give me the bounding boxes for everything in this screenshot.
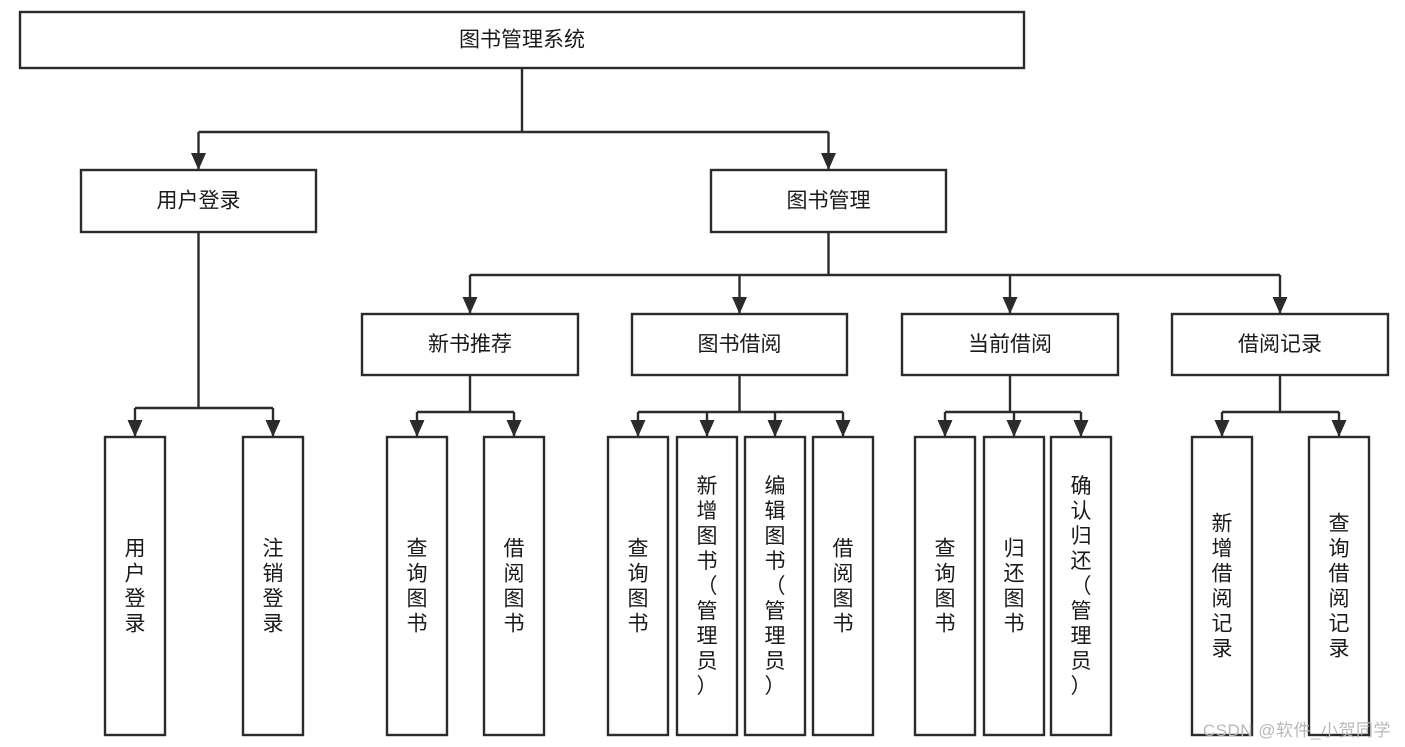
node-leaf-8[interactable]: 查询图书 xyxy=(913,435,977,737)
edge-current-arrow-2 xyxy=(1073,420,1089,437)
watermark-text: CSDN @软件_小贺同学 xyxy=(1202,721,1391,740)
edge-booknav-arrow-1 xyxy=(732,297,747,314)
node-leaf-1-box[interactable] xyxy=(241,435,305,737)
node-level3-1-box[interactable] xyxy=(630,312,849,377)
edge-current-arrow-1 xyxy=(1006,420,1022,437)
node-root-label: 图书管理系统 xyxy=(459,29,585,52)
node-leaf-4[interactable]: 查询图书 xyxy=(606,435,670,737)
node-leaf-0-label: 用户登录 xyxy=(125,538,146,636)
node-level3-1[interactable]: 图书借阅 xyxy=(630,312,849,377)
node-leaf-12[interactable]: 查询借阅记录 xyxy=(1307,435,1371,737)
edge-booknav-arrow-3 xyxy=(1272,297,1288,314)
edge-current-arrow-0 xyxy=(937,420,953,437)
node-level3-2-label: 当前借阅 xyxy=(968,333,1052,356)
node-level3-3[interactable]: 借阅记录 xyxy=(1170,312,1390,377)
node-leaf-0[interactable]: 用户登录 xyxy=(103,435,167,737)
connector-layer xyxy=(127,68,1347,437)
node-root[interactable]: 图书管理系统 xyxy=(18,10,1026,70)
node-level2-0-box[interactable] xyxy=(79,168,318,234)
node-leaf-11[interactable]: 新增借阅记录 xyxy=(1190,435,1254,737)
node-level3-3-box[interactable] xyxy=(1170,312,1390,377)
node-root-box[interactable] xyxy=(18,10,1026,70)
node-level2-1-box[interactable] xyxy=(709,168,948,234)
edge-record-arrow-0 xyxy=(1214,420,1230,437)
edge-root-arrow-0 xyxy=(191,153,206,170)
node-leaf-1[interactable]: 注销登录 xyxy=(241,435,305,737)
node-leaf-7[interactable]: 借阅图书 xyxy=(811,435,875,737)
node-level3-1-label: 图书借阅 xyxy=(698,333,782,356)
node-leaf-10-box[interactable] xyxy=(1049,435,1113,737)
edge-newbook-arrow-1 xyxy=(506,420,522,437)
node-leaf-10-label: 确认归还（管理员） xyxy=(1071,475,1092,698)
edge-login-arrow-1 xyxy=(265,420,281,437)
node-leaf-6-box[interactable] xyxy=(743,435,807,737)
node-leaf-3-box[interactable] xyxy=(482,435,546,737)
node-level3-3-label: 借阅记录 xyxy=(1238,333,1322,356)
node-leaf-4-box[interactable] xyxy=(606,435,670,737)
node-level3-0[interactable]: 新书推荐 xyxy=(360,312,580,377)
node-leaf-2[interactable]: 查询图书 xyxy=(385,435,449,737)
node-leaf-11-label: 新增借阅记录 xyxy=(1212,513,1233,661)
node-leaf-0-box[interactable] xyxy=(103,435,167,737)
node-level2-1[interactable]: 图书管理 xyxy=(709,168,948,234)
edge-borrow-arrow-0 xyxy=(630,420,646,437)
edge-newbook-arrow-0 xyxy=(409,420,425,437)
node-leaf-6-label: 编辑图书（管理员） xyxy=(765,475,786,698)
node-leaf-9-box[interactable] xyxy=(982,435,1046,737)
node-leaf-12-label: 查询借阅记录 xyxy=(1329,513,1350,661)
node-leaf-9-label: 归还图书 xyxy=(1004,538,1025,636)
node-leaf-11-box[interactable] xyxy=(1190,435,1254,737)
node-leaf-4-label: 查询图书 xyxy=(628,538,649,636)
node-leaf-5-box[interactable] xyxy=(675,435,739,737)
edge-root-arrow-1 xyxy=(821,153,836,170)
node-leaf-5-label: 新增图书（管理员） xyxy=(697,475,718,698)
node-leaf-7-label: 借阅图书 xyxy=(833,538,854,636)
node-level2-0[interactable]: 用户登录 xyxy=(79,168,318,234)
node-leaf-2-label: 查询图书 xyxy=(407,538,428,636)
node-leaf-8-box[interactable] xyxy=(913,435,977,737)
node-leaf-7-box[interactable] xyxy=(811,435,875,737)
edge-borrow-arrow-3 xyxy=(835,420,851,437)
node-leaf-3[interactable]: 借阅图书 xyxy=(482,435,546,737)
node-level2-1-label: 图书管理 xyxy=(787,190,871,213)
node-leaf-8-label: 查询图书 xyxy=(935,538,956,636)
node-leaf-1-label: 注销登录 xyxy=(263,538,284,636)
node-leaf-12-box[interactable] xyxy=(1307,435,1371,737)
node-level3-2[interactable]: 当前借阅 xyxy=(900,312,1120,377)
node-leaf-9[interactable]: 归还图书 xyxy=(982,435,1046,737)
node-leaf-10[interactable]: 确认归还（管理员） xyxy=(1049,435,1113,737)
node-leaf-3-label: 借阅图书 xyxy=(504,538,525,636)
node-level3-2-box[interactable] xyxy=(900,312,1120,377)
edge-record-arrow-1 xyxy=(1331,420,1347,437)
node-level3-0-box[interactable] xyxy=(360,312,580,377)
node-leaf-2-box[interactable] xyxy=(385,435,449,737)
node-level3-0-label: 新书推荐 xyxy=(428,333,512,356)
node-level2-0-label: 用户登录 xyxy=(157,190,241,213)
edge-login-arrow-0 xyxy=(127,420,143,437)
node-leaf-5[interactable]: 新增图书（管理员） xyxy=(675,435,739,737)
edge-borrow-arrow-2 xyxy=(767,420,783,437)
node-layer: 图书管理系统用户登录图书管理新书推荐图书借阅当前借阅借阅记录用户登录注销登录查询… xyxy=(18,10,1390,737)
node-leaf-6[interactable]: 编辑图书（管理员） xyxy=(743,435,807,737)
edge-booknav-arrow-2 xyxy=(1002,297,1018,314)
edge-booknav-arrow-0 xyxy=(462,297,478,314)
edge-borrow-arrow-1 xyxy=(699,420,715,437)
